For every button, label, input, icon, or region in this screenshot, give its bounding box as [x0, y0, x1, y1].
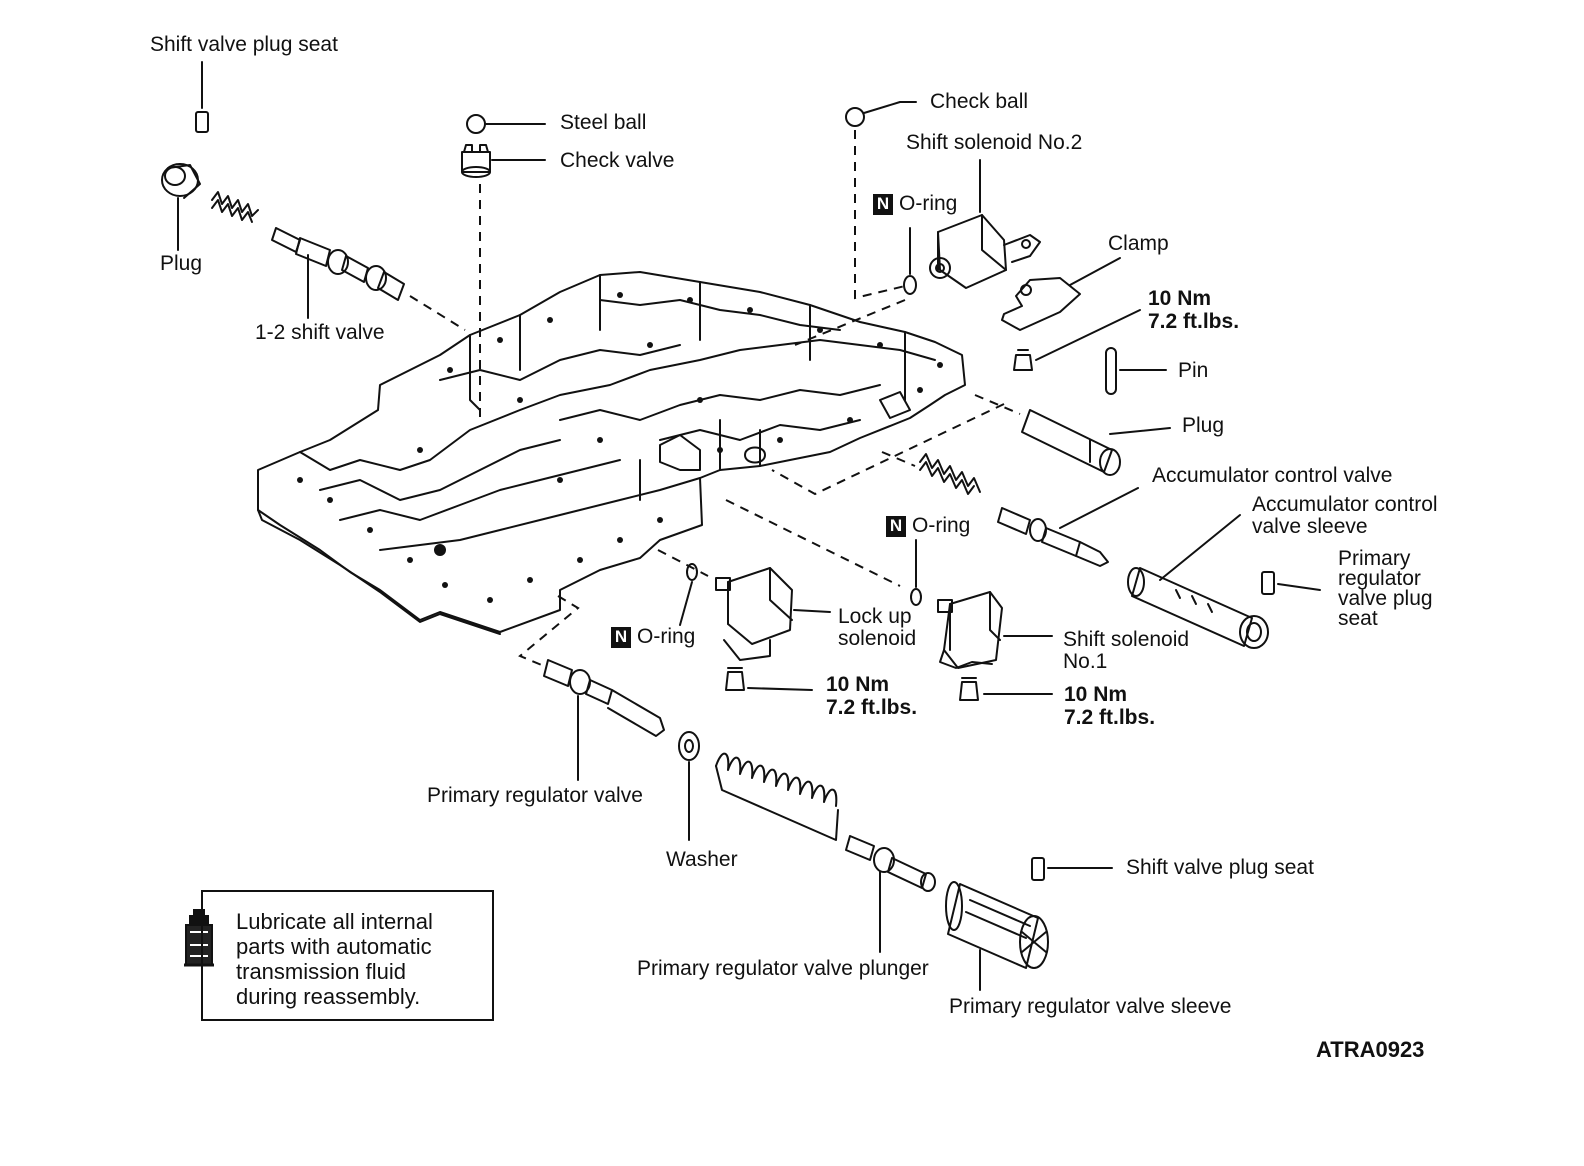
- label-torque-lockup-ftlbs: 7.2 ft.lbs.: [826, 696, 918, 719]
- label-primary-regulator-valve-plunger: Primary regulator valve plunger: [637, 957, 929, 980]
- valve-body: [257, 271, 966, 635]
- label-steel-ball: Steel ball: [560, 111, 647, 134]
- label-check-valve: Check valve: [560, 149, 675, 172]
- lubrication-note-box: Lubricate all internal parts with automa…: [201, 890, 494, 1021]
- label-primary-regulator-valve-sleeve: Primary regulator valve sleeve: [949, 995, 1232, 1018]
- o-ring-middle-text: O-ring: [912, 514, 971, 537]
- oil-can-icon: [184, 909, 214, 967]
- plug-left-part: [161, 163, 201, 251]
- o-ring-left-part: [679, 563, 698, 626]
- accumulator-control-valve-part: [997, 487, 1139, 567]
- clamp-part: [1001, 257, 1121, 331]
- label-check-ball: Check ball: [930, 90, 1029, 113]
- lock-up-solenoid-part: [715, 567, 831, 661]
- o-ring-middle-part: [910, 539, 922, 606]
- valve-body-bolt-holes: [297, 292, 943, 603]
- primary-regulator-valve-sleeve-part: [945, 881, 1049, 991]
- label-1-2-shift-valve: 1-2 shift valve: [255, 321, 385, 344]
- label-clamp: Clamp: [1108, 232, 1169, 255]
- pin-part: [1105, 347, 1167, 395]
- label-primary-regulator-valve: Primary regulator valve: [427, 784, 643, 807]
- label-accumulator-control-valve: Accumulator control valve: [1152, 464, 1393, 487]
- primary-regulator-valve-plug-seat-part: [1261, 571, 1321, 595]
- figure-reference-code: ATRA0923: [1316, 1037, 1425, 1062]
- label-o-ring-left: N O-ring: [611, 626, 695, 648]
- label-washer: Washer: [666, 848, 738, 871]
- label-torque-lockup-nm: 10 Nm: [826, 673, 890, 696]
- check-valve-part: [461, 144, 546, 178]
- plug-right-part: [1021, 409, 1171, 476]
- label-plug-right: Plug: [1182, 414, 1225, 437]
- label-shift-valve-plug-seat-bottom: Shift valve plug seat: [1126, 856, 1314, 879]
- primary-regulator-valve-part: [543, 659, 665, 781]
- new-part-badge: N: [873, 194, 893, 215]
- label-o-ring-middle: N O-ring: [886, 515, 970, 537]
- label-lock-up-solenoid: Lock up solenoid: [838, 605, 917, 650]
- lubrication-note-text: Lubricate all internal parts with automa…: [236, 909, 433, 1009]
- label-shift-solenoid-no1: Shift solenoid No.1: [1063, 628, 1190, 673]
- primary-regulator-spring-part: [715, 752, 839, 841]
- primary-regulator-valve-plunger-part: [845, 835, 936, 953]
- new-part-badge: N: [611, 627, 631, 648]
- o-ring-top-text: O-ring: [899, 192, 958, 215]
- spring-left-part: [211, 191, 259, 223]
- shift-valve-plug-seat-top-part: [195, 61, 209, 133]
- new-part-badge: N: [886, 516, 906, 537]
- clamp-bolt-part: [1013, 309, 1141, 371]
- shift-valve-1-2-part: [271, 227, 405, 319]
- label-torque-no1-ftlbs: 7.2 ft.lbs.: [1064, 706, 1156, 729]
- no1-bolt-part: [959, 677, 1053, 701]
- shift-valve-plug-seat-bottom-part: [1031, 857, 1113, 881]
- label-shift-solenoid-no2: Shift solenoid No.2: [906, 131, 1083, 154]
- o-ring-left-text: O-ring: [637, 625, 696, 648]
- check-ball-part: [845, 101, 917, 127]
- label-accumulator-control-valve-sleeve: Accumulator control valve sleeve: [1252, 493, 1438, 538]
- shift-solenoid-no1-part: [937, 591, 1053, 669]
- steel-ball-part: [466, 114, 546, 134]
- label-plug-left: Plug: [160, 252, 203, 275]
- lockup-bolt-part: [725, 667, 813, 691]
- accumulator-spring-part: [919, 453, 981, 495]
- washer-part: [678, 731, 700, 841]
- label-torque-clamp-nm: 10 Nm: [1148, 287, 1212, 310]
- label-torque-clamp-ftlbs: 7.2 ft.lbs.: [1148, 310, 1240, 333]
- label-torque-no1-nm: 10 Nm: [1064, 683, 1128, 706]
- accumulator-control-valve-sleeve-part: [1127, 514, 1269, 649]
- label-o-ring-top: N O-ring: [873, 193, 957, 215]
- label-pin: Pin: [1178, 359, 1209, 382]
- label-shift-valve-plug-seat-top: Shift valve plug seat: [150, 33, 338, 56]
- o-ring-top-part: [903, 227, 917, 295]
- shift-solenoid-no2-part: [929, 159, 1041, 289]
- label-primary-regulator-valve-plug-seat: Primary regulator valve plug seat: [1338, 547, 1433, 630]
- assembly-guide-lines: [409, 130, 1021, 667]
